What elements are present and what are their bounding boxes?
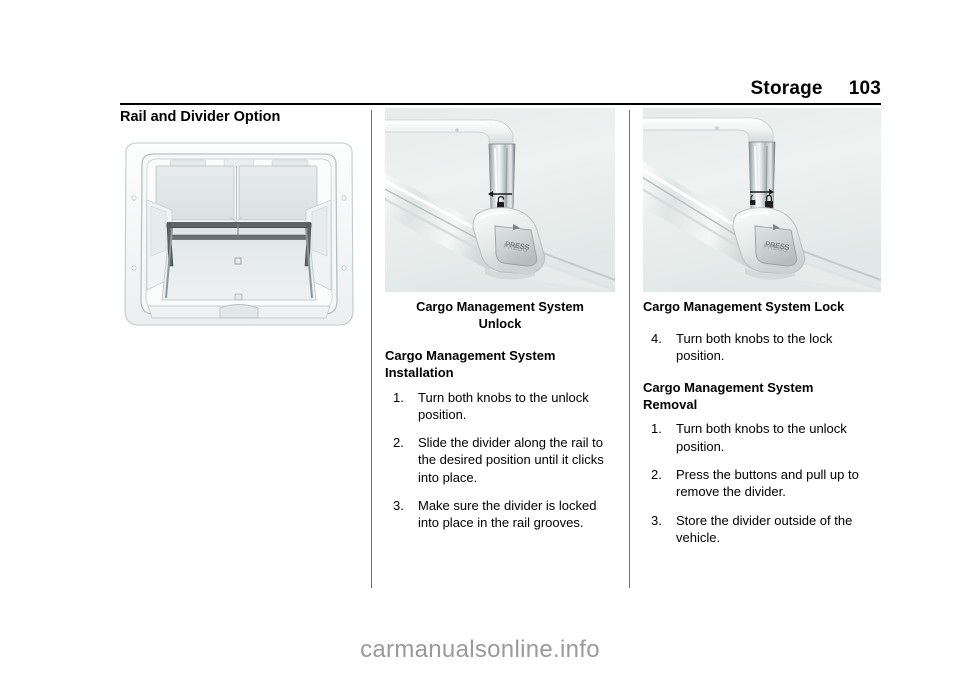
step-text: Store the divider outside of the vehicle… xyxy=(676,512,853,545)
unlock-icon-small xyxy=(750,195,756,205)
step-text: Slide the divider along the rail to the … xyxy=(418,435,604,485)
subheading-removal-line-1: Cargo Management System xyxy=(643,380,814,396)
figure-cargo-area xyxy=(120,138,358,332)
list-item: 2. Slide the divider along the rail to t… xyxy=(385,434,615,486)
knob-unlock-illustration: PRESS PRESS xyxy=(385,108,615,292)
header-text: Storage 103 xyxy=(751,78,881,100)
subheading-removal-line-2: Removal xyxy=(643,396,698,412)
page-header: Storage 103 xyxy=(120,78,881,105)
step-text: Turn both knobs to the unlock position. xyxy=(418,389,589,422)
list-item: 1. Turn both knobs to the unlock positio… xyxy=(643,420,881,455)
list-item: 3. Store the divider outside of the vehi… xyxy=(643,512,881,547)
subheading-removal: Cargo Management System Removal xyxy=(643,380,881,413)
subheading-installation-line-2: Installation xyxy=(385,364,454,380)
press-button[interactable]: PRESS PRESS xyxy=(494,224,538,267)
step-text: Make sure the divider is locked into pla… xyxy=(418,497,597,531)
suv-cargo-area-line-art xyxy=(120,138,358,332)
watermark-carmanualsonline: carmanualsonline.info xyxy=(360,636,600,663)
list-item: 3. Make sure the divider is locked into … xyxy=(385,497,615,532)
section-heading-rail-and-divider: Rail and Divider Option xyxy=(120,109,281,125)
step-number: 1. xyxy=(651,421,662,437)
cargo-area-illustration xyxy=(120,138,358,332)
installation-steps-list: 1. Turn both knobs to the unlock positio… xyxy=(385,389,615,532)
press-button-label: PRESS xyxy=(505,239,531,252)
removal-steps-list: 1. Turn both knobs to the unlock positio… xyxy=(643,420,881,546)
middle-column: PRESS PRESS Cargo Management System Unlo… xyxy=(385,108,615,531)
list-item: 4. Turn both knobs to the lock position. xyxy=(643,330,881,365)
step-text: Turn both knobs to the lock position. xyxy=(676,330,833,363)
caption-line-2: Unlock xyxy=(478,315,522,331)
press-button-label: PRESS xyxy=(765,239,791,252)
step-number: 3. xyxy=(393,497,404,513)
figure-caption-lock: Cargo Management System Lock xyxy=(643,299,845,314)
figure-knob-lock: PRESS PRESS Cargo Management System Lock xyxy=(643,108,881,316)
unlock-icon xyxy=(497,195,505,209)
svg-text:PRESS: PRESS xyxy=(503,241,529,254)
list-item: 1. Turn both knobs to the unlock positio… xyxy=(385,389,615,424)
step-text: Press the buttons and pull up to remove … xyxy=(676,467,859,500)
knob-lock-illustration: PRESS PRESS xyxy=(643,108,881,292)
left-column: Rail and Divider Option xyxy=(120,108,358,332)
figure-caption-unlock: Cargo Management System Unlock xyxy=(385,299,615,332)
cargo-knob-unlock-art: PRESS PRESS xyxy=(385,108,615,292)
press-button[interactable]: PRESS PRESS xyxy=(754,224,798,267)
step-text: Turn both knobs to the unlock position. xyxy=(676,421,847,454)
step-number: 1. xyxy=(393,389,404,405)
svg-text:PRESS: PRESS xyxy=(763,241,789,254)
cargo-knob-lock-art: PRESS PRESS xyxy=(643,108,881,292)
header-divider-rule xyxy=(120,103,881,105)
figure-knob-unlock: PRESS PRESS Cargo Management System Unlo… xyxy=(385,108,615,333)
lock-icon xyxy=(765,194,773,208)
step-number: 4. xyxy=(651,330,662,346)
list-item: 2. Press the buttons and pull up to remo… xyxy=(643,466,881,501)
subheading-installation-line-1: Cargo Management System xyxy=(385,348,556,364)
column-divider-rule-left xyxy=(371,110,372,588)
installation-steps-continued-list: 4. Turn both knobs to the lock position. xyxy=(643,330,881,365)
page-title: Storage xyxy=(750,78,823,99)
right-column: PRESS PRESS Cargo Management System Lock… xyxy=(643,108,881,546)
caption-line-1: Cargo Management System xyxy=(416,299,584,314)
step-number: 2. xyxy=(393,435,404,451)
step-number: 2. xyxy=(651,467,662,482)
subheading-installation: Cargo Management System Installation xyxy=(385,348,615,381)
page-number: 103 xyxy=(848,78,881,99)
column-divider-rule-right xyxy=(629,110,630,588)
step-number: 3. xyxy=(651,512,662,528)
